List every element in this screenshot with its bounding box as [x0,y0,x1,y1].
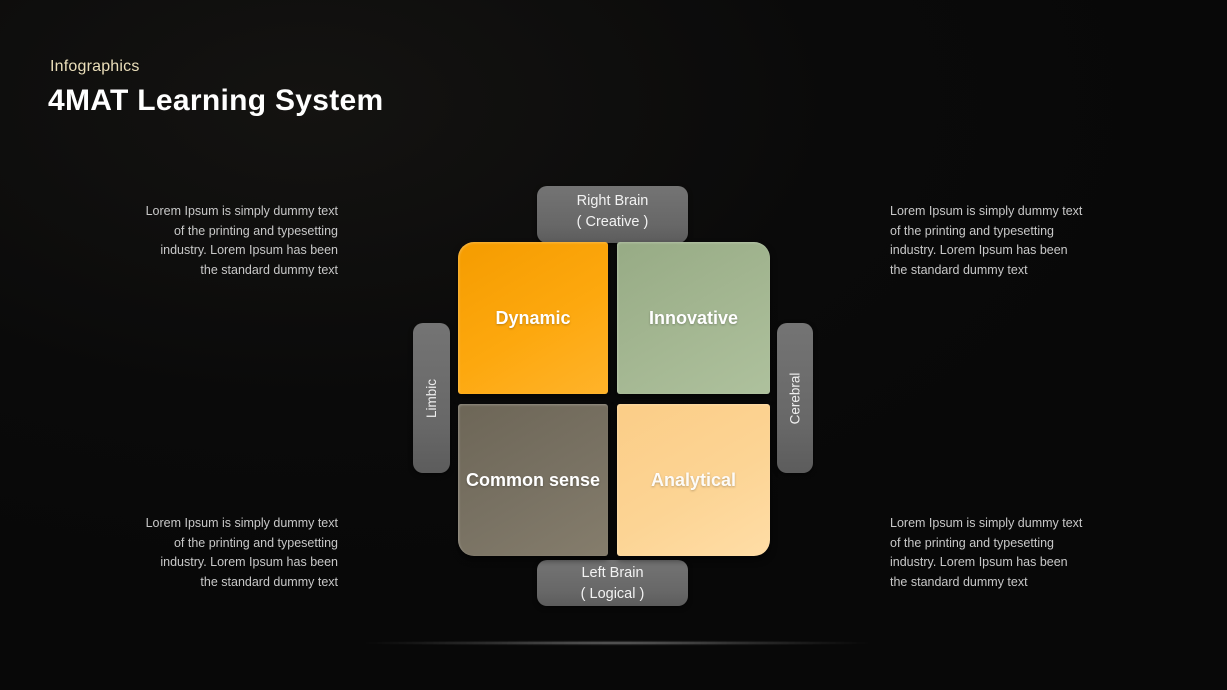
axis-tab-right-brain: Right Brain ( Creative ) [537,186,688,243]
axis-label-line: ( Creative ) [576,214,649,230]
text-line: the standard dummy text [890,574,1028,589]
quadrant-label: Common sense [465,469,601,490]
quadrant-innovative: Innovative [617,242,770,394]
text-line: industry. Lorem Ipsum has been [160,243,338,257]
text-block-bottom-left: Lorem Ipsum is simply dummy text of the … [124,514,338,592]
text-block-bottom-right: Lorem Ipsum is simply dummy text of the … [890,514,1104,592]
axis-label-limbic: Limbic [424,378,440,418]
text-line: industry. Lorem Ipsum has been [160,555,338,569]
text-line: Lorem Ipsum is simply dummy text [890,516,1083,530]
quadrant-label: Dynamic [495,307,571,328]
eyebrow-label: Infographics [50,58,140,75]
text-line: the standard dummy text [890,262,1028,277]
page-title: 4MAT Learning System [48,84,384,117]
axis-label-line: Left Brain [581,565,644,581]
quadrant-dynamic: Dynamic [458,242,608,394]
text-line: of the printing and typesetting [173,535,338,550]
axis-tab-left-brain: Left Brain ( Logical ) [537,560,688,606]
text-line: of the printing and typesetting [173,223,338,238]
quadrant-common-sense: Common sense [458,404,608,556]
axis-label-line: Right Brain [576,193,649,209]
text-line: industry. Lorem Ipsum has been [890,555,1068,569]
axis-tab-limbic: Limbic [413,323,450,473]
text-block-top-left: Lorem Ipsum is simply dummy text of the … [124,202,338,280]
quadrant-label: Analytical [650,469,737,490]
text-line: Lorem Ipsum is simply dummy text [890,204,1083,218]
reflection-highlight-line [352,641,882,645]
axis-label-line: ( Logical ) [580,586,645,602]
axis-tab-cerebral: Cerebral [777,323,813,473]
text-line: Lorem Ipsum is simply dummy text [145,204,338,218]
quadrant-analytical: Analytical [617,404,770,556]
text-line: Lorem Ipsum is simply dummy text [145,516,338,530]
text-line: the standard dummy text [200,262,338,277]
text-line: of the printing and typesetting [890,535,1055,550]
text-block-top-right: Lorem Ipsum is simply dummy text of the … [890,202,1104,280]
text-line: the standard dummy text [200,574,338,589]
quadrant-label: Innovative [648,307,739,328]
text-line: of the printing and typesetting [890,223,1055,238]
axis-label-cerebral: Cerebral [787,372,803,424]
text-line: industry. Lorem Ipsum has been [890,243,1068,257]
